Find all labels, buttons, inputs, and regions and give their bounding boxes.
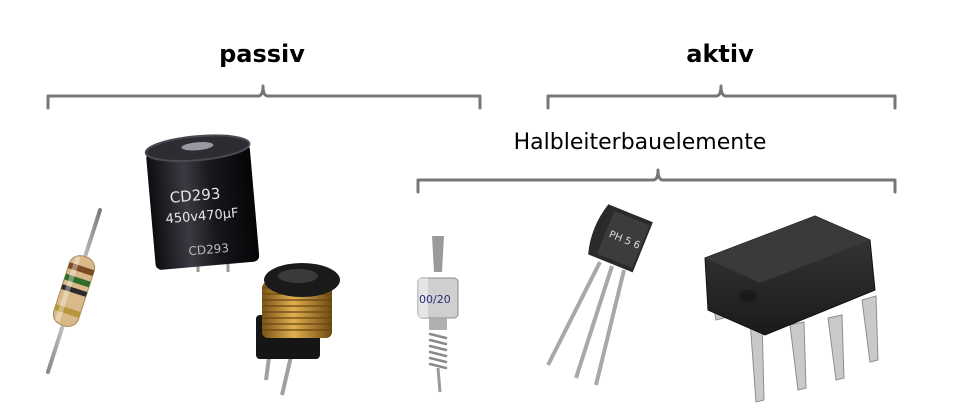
- capacitor-rating-text: 450v470µF: [165, 206, 239, 227]
- active-group-label: aktiv: [686, 40, 754, 68]
- semiconductor-group-label: Halbleiterbauelemente: [513, 130, 767, 155]
- inductor-image: [256, 263, 340, 396]
- passive-group-label: passiv: [219, 40, 305, 68]
- diode-marking-text: 00/20: [419, 293, 451, 306]
- capacitor-image: CD293 450v470µF CD293: [144, 134, 260, 272]
- diode-image: 00/20: [417, 210, 459, 393]
- resistor-image: [46, 208, 102, 374]
- bracket-passive: [46, 84, 482, 110]
- bracket-semiconductor: [416, 168, 897, 194]
- transistor-image: PH 5 6: [546, 204, 653, 386]
- capacitor-model-text: CD293: [169, 184, 221, 206]
- ic-chip-image: [704, 215, 879, 403]
- bracket-active: [546, 84, 897, 110]
- capacitor-model-lower-text: CD293: [188, 241, 230, 258]
